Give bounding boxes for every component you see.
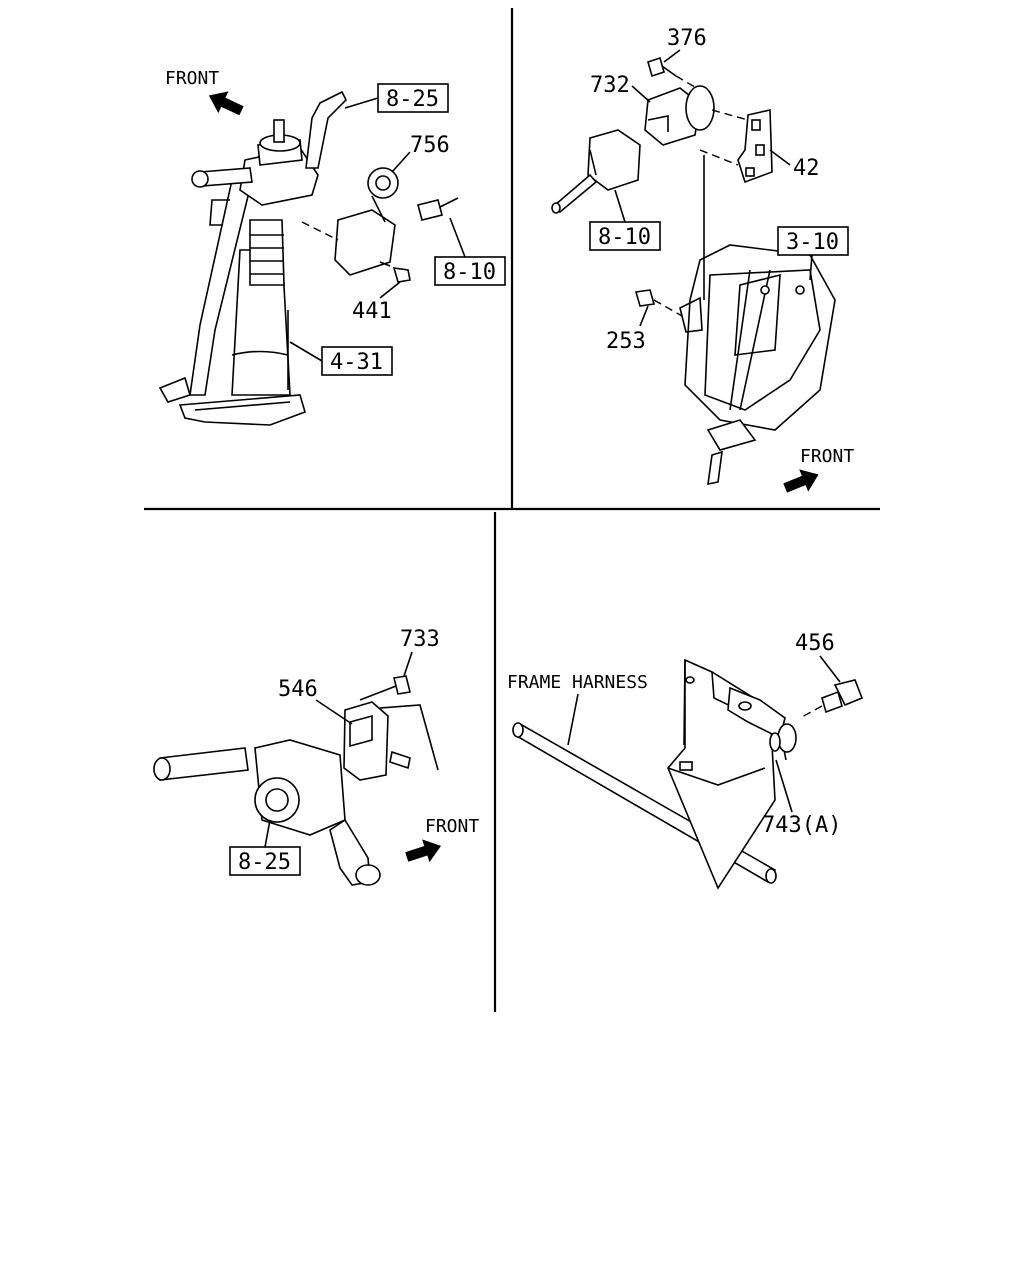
frame-bottom-right: FRAME HARNESS 456 743 [507, 631, 864, 890]
callout-733: 733 [400, 627, 440, 652]
front-arrow-icon [405, 839, 442, 863]
front-arrow-icon [783, 469, 819, 493]
steering-column [158, 90, 347, 426]
frame-top-left: FRONT [158, 68, 506, 426]
front-arrow-icon [208, 91, 244, 116]
svg-text:8-25: 8-25 [386, 87, 439, 112]
front-label: FRONT [800, 446, 854, 467]
callout-546: 546 [278, 677, 318, 702]
svg-text:3-10: 3-10 [786, 230, 839, 255]
callout-456: 456 [795, 631, 835, 656]
combination-switch [153, 739, 381, 886]
screw-733 [359, 675, 411, 701]
callout-756: 756 [410, 133, 450, 158]
callout-732: 732 [590, 73, 630, 98]
svg-text:8-10: 8-10 [443, 260, 496, 285]
front-label: FRONT [425, 816, 479, 837]
frame-top-right: 376 732 42 8-10 [551, 26, 854, 493]
frame-bottom-left: 733 546 8-25 FRONT [153, 627, 479, 886]
callout-743a: 743(A) [762, 813, 841, 838]
bolt-376 [647, 56, 701, 91]
sensor-546 [343, 701, 439, 781]
callout-253: 253 [606, 329, 646, 354]
ref-box-3-10: 3-10 [777, 226, 849, 281]
ref-box-8-25: 8-25 [229, 819, 301, 876]
module-756 [301, 167, 459, 276]
ref-box-4-31: 4-31 [289, 341, 393, 376]
frame-harness-label: FRAME HARNESS [507, 672, 648, 693]
svg-text:4-31: 4-31 [330, 350, 383, 375]
front-label: FRONT [165, 68, 219, 89]
ref-box-8-10: 8-10 [434, 217, 506, 286]
svg-text:8-10: 8-10 [598, 225, 651, 250]
bracket-42 [699, 109, 773, 184]
ref-box-8-25: 8-25 [344, 83, 449, 113]
bolt-456 [799, 679, 864, 719]
callout-376: 376 [667, 26, 707, 51]
bolt-253 [634, 289, 683, 317]
ref-box-8-10: 8-10 [589, 189, 661, 251]
callout-441: 441 [352, 299, 392, 324]
bracket-743a [667, 658, 797, 890]
connector [551, 129, 641, 214]
sensor-732 [644, 85, 715, 146]
svg-text:8-25: 8-25 [238, 850, 291, 875]
pedal-assembly [679, 155, 836, 486]
bolt-441 [379, 261, 411, 283]
callout-42: 42 [793, 156, 820, 181]
